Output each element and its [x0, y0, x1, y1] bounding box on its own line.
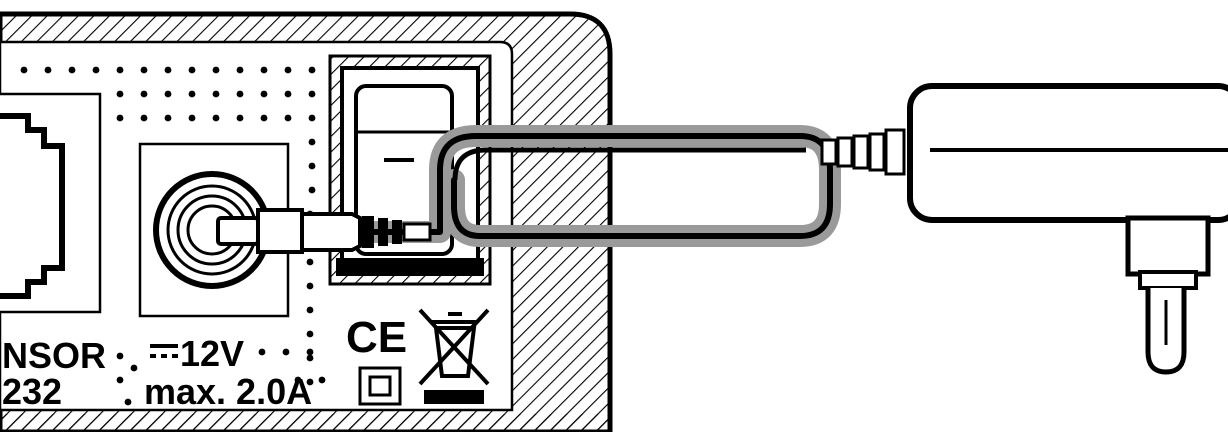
- voltage-label: 12V: [180, 333, 244, 374]
- vent-dot: [260, 114, 268, 122]
- vent-dot: [284, 90, 292, 98]
- bottom-hatch-strip: [0, 414, 610, 432]
- vent-dot: [308, 138, 316, 146]
- current-label: max. 2.0A: [144, 371, 312, 412]
- vent-dot: [140, 114, 148, 122]
- dc-plug: [216, 208, 432, 254]
- vent-dot: [306, 348, 314, 356]
- vent-dot: [236, 90, 244, 98]
- vent-dot: [164, 90, 172, 98]
- vent-dot: [308, 114, 316, 122]
- vent-dot: [294, 376, 302, 384]
- vent-dot: [188, 66, 196, 74]
- strain-relief: [820, 128, 906, 176]
- vent-dot: [140, 90, 148, 98]
- vent-dot: [188, 90, 196, 98]
- vent-dot: [308, 90, 316, 98]
- vent-dot: [260, 66, 268, 74]
- vent-dot: [212, 66, 220, 74]
- vent-dot: [116, 352, 124, 360]
- dc-current-symbol-icon: [150, 344, 178, 358]
- vent-dot: [306, 258, 314, 266]
- vent-dot: [308, 162, 316, 170]
- vent-dots: [20, 66, 326, 406]
- vent-dot: [258, 348, 266, 356]
- vent-dot: [284, 114, 292, 122]
- vent-dot: [116, 90, 124, 98]
- vent-dot: [130, 364, 138, 372]
- vent-dot: [188, 114, 196, 122]
- vent-dot: [92, 66, 100, 74]
- sensor-port: [0, 92, 102, 314]
- vent-dot: [116, 66, 124, 74]
- vent-dot: [236, 114, 244, 122]
- vent-dot: [140, 66, 148, 74]
- vent-dot: [44, 66, 52, 74]
- power-adapter: [907, 83, 1228, 375]
- vent-dot: [282, 348, 290, 356]
- vent-dot: [306, 282, 314, 290]
- vent-dot: [306, 306, 314, 314]
- vent-dot: [20, 66, 28, 74]
- vent-dot: [306, 378, 314, 386]
- sensor-label-line1: NSOR: [2, 335, 106, 376]
- vent-dot: [164, 114, 172, 122]
- ce-mark-icon: CE: [346, 313, 407, 362]
- crossed-out-wheelie-bin-icon: [418, 308, 490, 404]
- vent-dot: [318, 376, 326, 384]
- vent-dot: [212, 90, 220, 98]
- vent-dot: [212, 114, 220, 122]
- vent-dot: [124, 398, 132, 406]
- vent-dot: [306, 330, 314, 338]
- vent-dot: [306, 354, 314, 362]
- sensor-label-line2: 232: [2, 371, 62, 412]
- power-cable: [289, 125, 906, 247]
- port-labels: NSOR 232 12V max. 2.0A CE: [2, 308, 490, 412]
- vent-dot: [236, 66, 244, 74]
- double-insulation-square-icon: [358, 366, 402, 406]
- vent-dot: [116, 114, 124, 122]
- vent-dot: [260, 90, 268, 98]
- vent-dot: [308, 186, 316, 194]
- vent-dot: [284, 66, 292, 74]
- vent-dot: [116, 376, 124, 384]
- vent-dot: [68, 66, 76, 74]
- vent-dot: [308, 66, 316, 74]
- vent-dot: [164, 66, 172, 74]
